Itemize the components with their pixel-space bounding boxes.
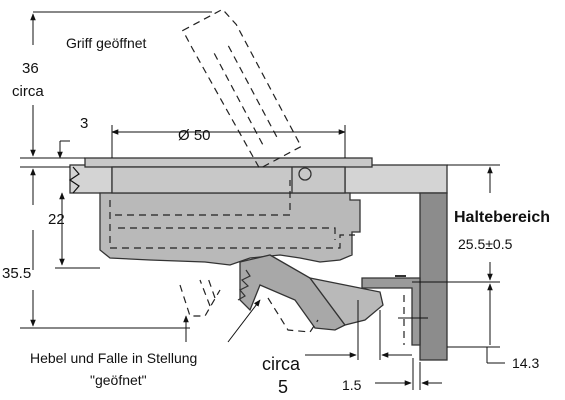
inner-dashed-outline: [109, 200, 355, 249]
dimension-14-3: 14.3: [512, 355, 539, 371]
label-haltebereich: Haltebereich: [454, 209, 550, 226]
dimension-25-5: 25.5±0.5: [458, 236, 513, 252]
frame-bracket: [419, 192, 448, 361]
dimension-1-5: 1.5: [342, 377, 362, 393]
mounting-clip: [361, 277, 421, 346]
lever-open: [239, 254, 346, 331]
dimension-36-circa: circa: [12, 83, 44, 100]
handle-open-dashed: [181, 8, 302, 170]
panel-break-mark: [68, 166, 80, 194]
dimension-36: 36: [22, 60, 39, 77]
label-hebel-und-falle: Hebel und Falle in Stellung: [30, 350, 197, 366]
dimension-3: 3: [80, 115, 88, 132]
label-circa-bottom: circa: [262, 354, 301, 374]
lock-housing: [99, 192, 361, 266]
latch-dashed-open: [179, 277, 221, 317]
latch-tongue: [308, 277, 384, 326]
mounting-panel-right: [344, 164, 448, 194]
dimension-5: 5: [278, 377, 288, 397]
dimension-diameter-50: Ø 50: [178, 127, 211, 144]
dimension-35-5: 35.5: [2, 265, 31, 282]
flange-plate: [84, 157, 373, 168]
pivot-pin: [298, 167, 312, 181]
label-geoeffnet: "geöfnet": [90, 372, 147, 388]
latch-teeth: [237, 269, 251, 301]
label-griff-geoeffnet: Griff geöffnet: [66, 35, 147, 51]
